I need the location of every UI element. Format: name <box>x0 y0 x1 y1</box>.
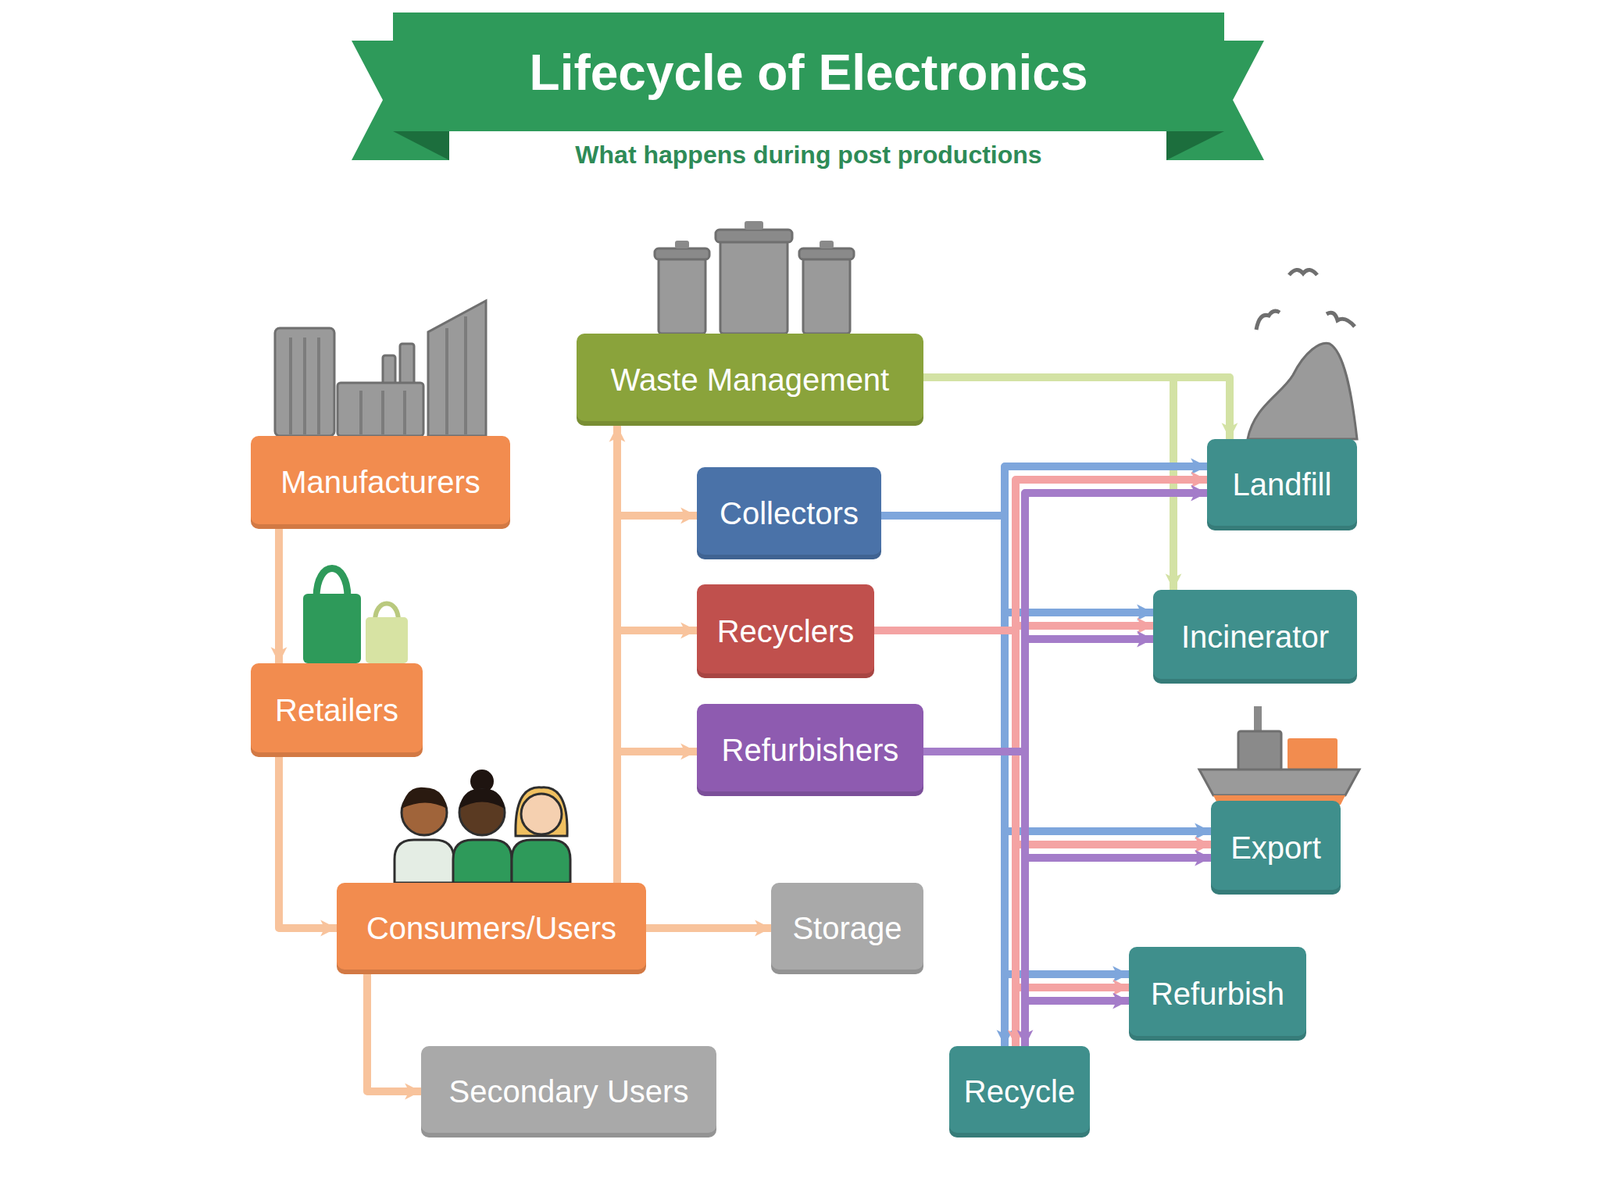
building-stripe <box>445 328 449 435</box>
flow-arrow <box>617 751 697 883</box>
box-label: Consumers/Users <box>366 910 617 947</box>
box-label: Waste Management <box>610 362 890 398</box>
flow-arrow <box>646 924 772 933</box>
building-stripe <box>403 390 407 435</box>
ship-hull <box>1199 769 1360 796</box>
trash-can <box>658 257 706 334</box>
building-stripe <box>359 390 363 435</box>
box-label: Refurbish <box>1150 976 1285 1012</box>
flow-arrow <box>923 751 1025 1047</box>
flow-arrow <box>367 974 422 1092</box>
box-label: Secondary Users <box>449 1074 690 1110</box>
title-text: Lifecycle of Electronics <box>392 14 1225 132</box>
process-box: Refurbishers <box>696 703 924 797</box>
trash-lid <box>654 248 710 260</box>
building-stripe <box>381 390 385 435</box>
box-label: Export <box>1230 830 1322 866</box>
person-body <box>394 839 454 883</box>
bag-handle <box>316 568 348 599</box>
process-box: Secondary Users <box>421 1046 717 1138</box>
box-label: Refurbishers <box>721 732 900 768</box>
box-label: Collectors <box>719 496 859 532</box>
factory-building <box>275 328 335 436</box>
building-stripe <box>317 337 321 435</box>
process-box: Manufacturers <box>250 435 511 529</box>
ship-container <box>1287 738 1338 770</box>
trash-handle <box>819 240 834 249</box>
process-box: Waste Management <box>576 333 924 426</box>
box-label: Landfill <box>1232 467 1333 503</box>
box-label: Recycle <box>964 1074 1075 1110</box>
bird <box>1289 269 1318 275</box>
flow-arrow <box>923 639 1154 752</box>
box-label: Retailers <box>275 692 399 729</box>
building-stripe <box>303 337 307 435</box>
shopping-bag <box>303 593 361 664</box>
person-hair <box>515 787 568 836</box>
flow-arrow <box>617 515 697 883</box>
banner <box>392 12 1225 132</box>
person-hair <box>401 787 447 809</box>
box-label: Recyclers <box>717 614 855 650</box>
trash-lid <box>799 248 854 260</box>
trash-handle <box>744 221 764 230</box>
building-stripe <box>464 316 468 435</box>
factory-building <box>428 300 486 436</box>
bird <box>1326 312 1355 327</box>
process-box: Landfill <box>1207 439 1358 531</box>
chimney <box>400 343 415 387</box>
process-box: Recycle <box>949 1046 1090 1138</box>
process-box: Refurbish <box>1128 946 1307 1041</box>
process-box: Recyclers <box>696 584 875 679</box>
person-body <box>453 839 512 883</box>
box-label: Manufacturers <box>280 464 481 500</box>
ship-cabin <box>1238 731 1282 771</box>
box-label: Storage <box>792 910 902 947</box>
process-box: Storage <box>771 882 924 975</box>
flow-arrow <box>923 751 1211 858</box>
person-head <box>521 793 562 835</box>
process-box: Incinerator <box>1153 589 1358 684</box>
banner-fold <box>1166 131 1225 161</box>
shopping-bag <box>365 617 408 664</box>
flow-arrow <box>278 757 337 929</box>
process-box: Retailers <box>250 663 423 758</box>
process-box: Consumers/Users <box>336 882 647 975</box>
box-label: Incinerator <box>1181 619 1329 655</box>
landfill-mound <box>1247 342 1358 440</box>
banner-fold <box>392 131 450 161</box>
factory-building <box>337 382 424 436</box>
building-stripe <box>289 337 293 435</box>
ship-mast <box>1253 706 1262 733</box>
person-body <box>511 839 571 883</box>
trash-can <box>803 257 850 334</box>
flow-arrow <box>275 528 283 664</box>
flow-arrow <box>923 377 1230 440</box>
subtitle-text: What happens during post productions <box>392 140 1225 170</box>
process-box: Export <box>1210 800 1341 895</box>
process-box: Collectors <box>696 467 882 560</box>
person-hair <box>459 789 505 809</box>
bird <box>1256 310 1280 330</box>
trash-can <box>720 240 788 334</box>
trash-handle <box>675 240 690 249</box>
flow-arrow <box>617 630 697 883</box>
flow-arrow <box>874 630 1016 1047</box>
trash-lid <box>715 229 793 243</box>
